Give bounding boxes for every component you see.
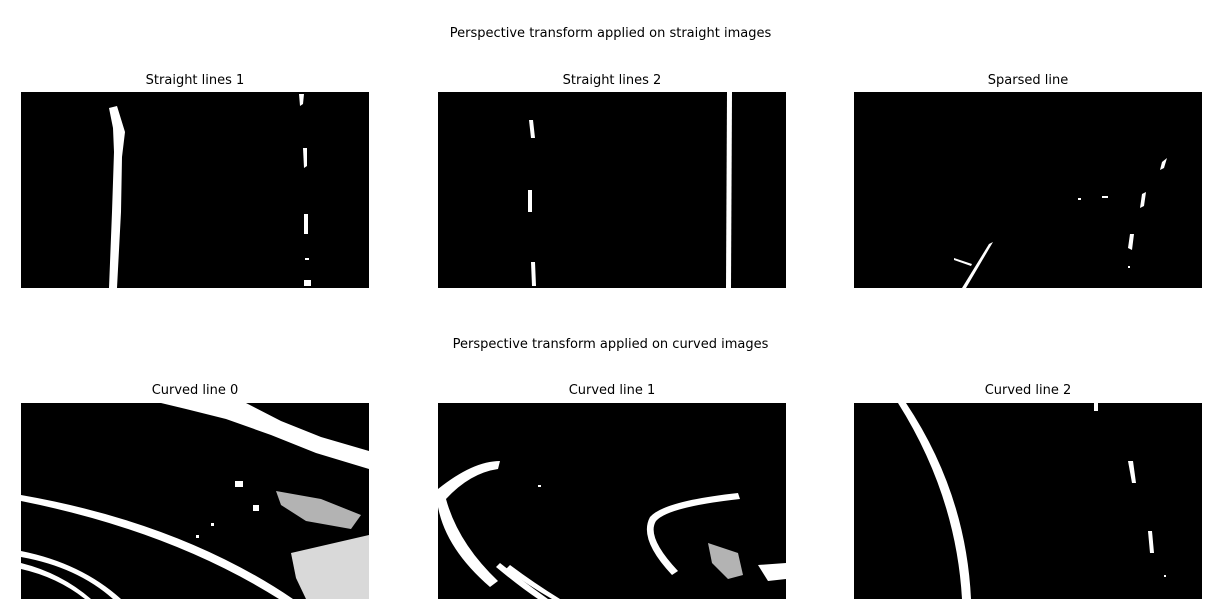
panel-title-straight-2: Straight lines 2: [562, 73, 662, 88]
image-curved-line-0: [21, 403, 369, 599]
image-straight-lines-1: [21, 92, 369, 288]
panel-title-straight-1: Straight lines 1: [145, 73, 245, 88]
image-sparsed-line: [854, 92, 1202, 288]
panel-title-curved-0: Curved line 0: [151, 383, 239, 398]
image-curved-line-1: [438, 403, 786, 599]
panel-title-curved-1: Curved line 1: [568, 383, 656, 398]
panel-title-sparsed: Sparsed line: [987, 73, 1069, 88]
panel-title-curved-2: Curved line 2: [984, 383, 1072, 398]
row-title-curved: Perspective transform applied on curved …: [452, 337, 769, 352]
image-straight-lines-2: [438, 92, 786, 288]
row-title-straight: Perspective transform applied on straigh…: [449, 26, 772, 41]
image-curved-line-2: [854, 403, 1202, 599]
